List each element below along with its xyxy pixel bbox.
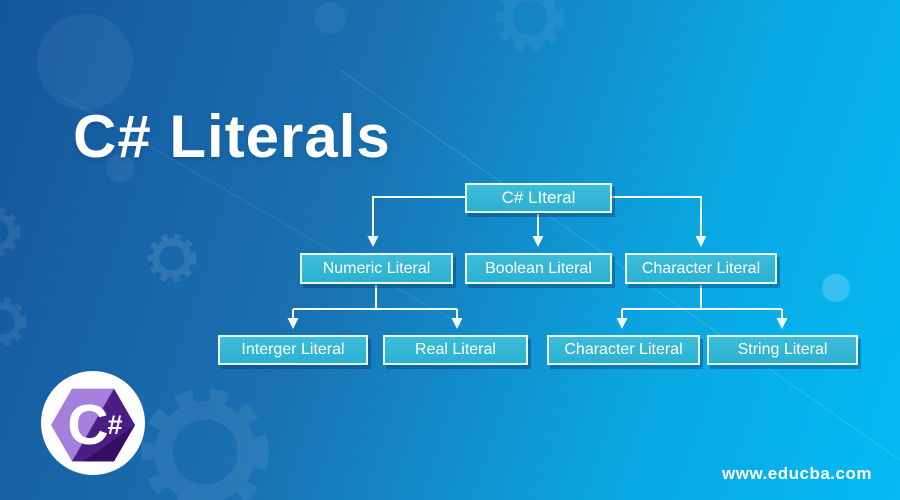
gear-icon xyxy=(0,212,16,252)
node-csharp-literal: C# LIteral xyxy=(465,183,612,213)
node-integer-literal: Interger Literal xyxy=(218,335,368,365)
decor-circle xyxy=(822,274,850,302)
website-url: www.educba.com xyxy=(722,464,872,483)
csharp-logo-icon: C # xyxy=(41,371,145,475)
edge-root-numeric xyxy=(367,196,465,247)
node-boolean-literal: Boolean Literal xyxy=(465,253,612,284)
decor-circle xyxy=(37,14,133,110)
logo-letter-c: C xyxy=(67,393,108,457)
gear-icon xyxy=(495,0,565,53)
decor-circle xyxy=(314,2,346,34)
gear-icon xyxy=(0,302,22,342)
page-title: C# Literals xyxy=(73,103,391,171)
logo-hash: # xyxy=(107,410,122,440)
edge-root-character xyxy=(612,196,707,247)
gear-icon xyxy=(141,388,269,500)
node-numeric-literal: Numeric Literal xyxy=(300,253,453,284)
logo-hexagon-darkest xyxy=(83,425,135,462)
node-character-literal-child: Character Literal xyxy=(547,335,700,365)
node-character-literal: Character Literal xyxy=(625,253,777,284)
node-string-literal: String Literal xyxy=(707,335,858,365)
gear-icon xyxy=(152,238,192,278)
node-real-literal: Real Literal xyxy=(383,335,528,365)
